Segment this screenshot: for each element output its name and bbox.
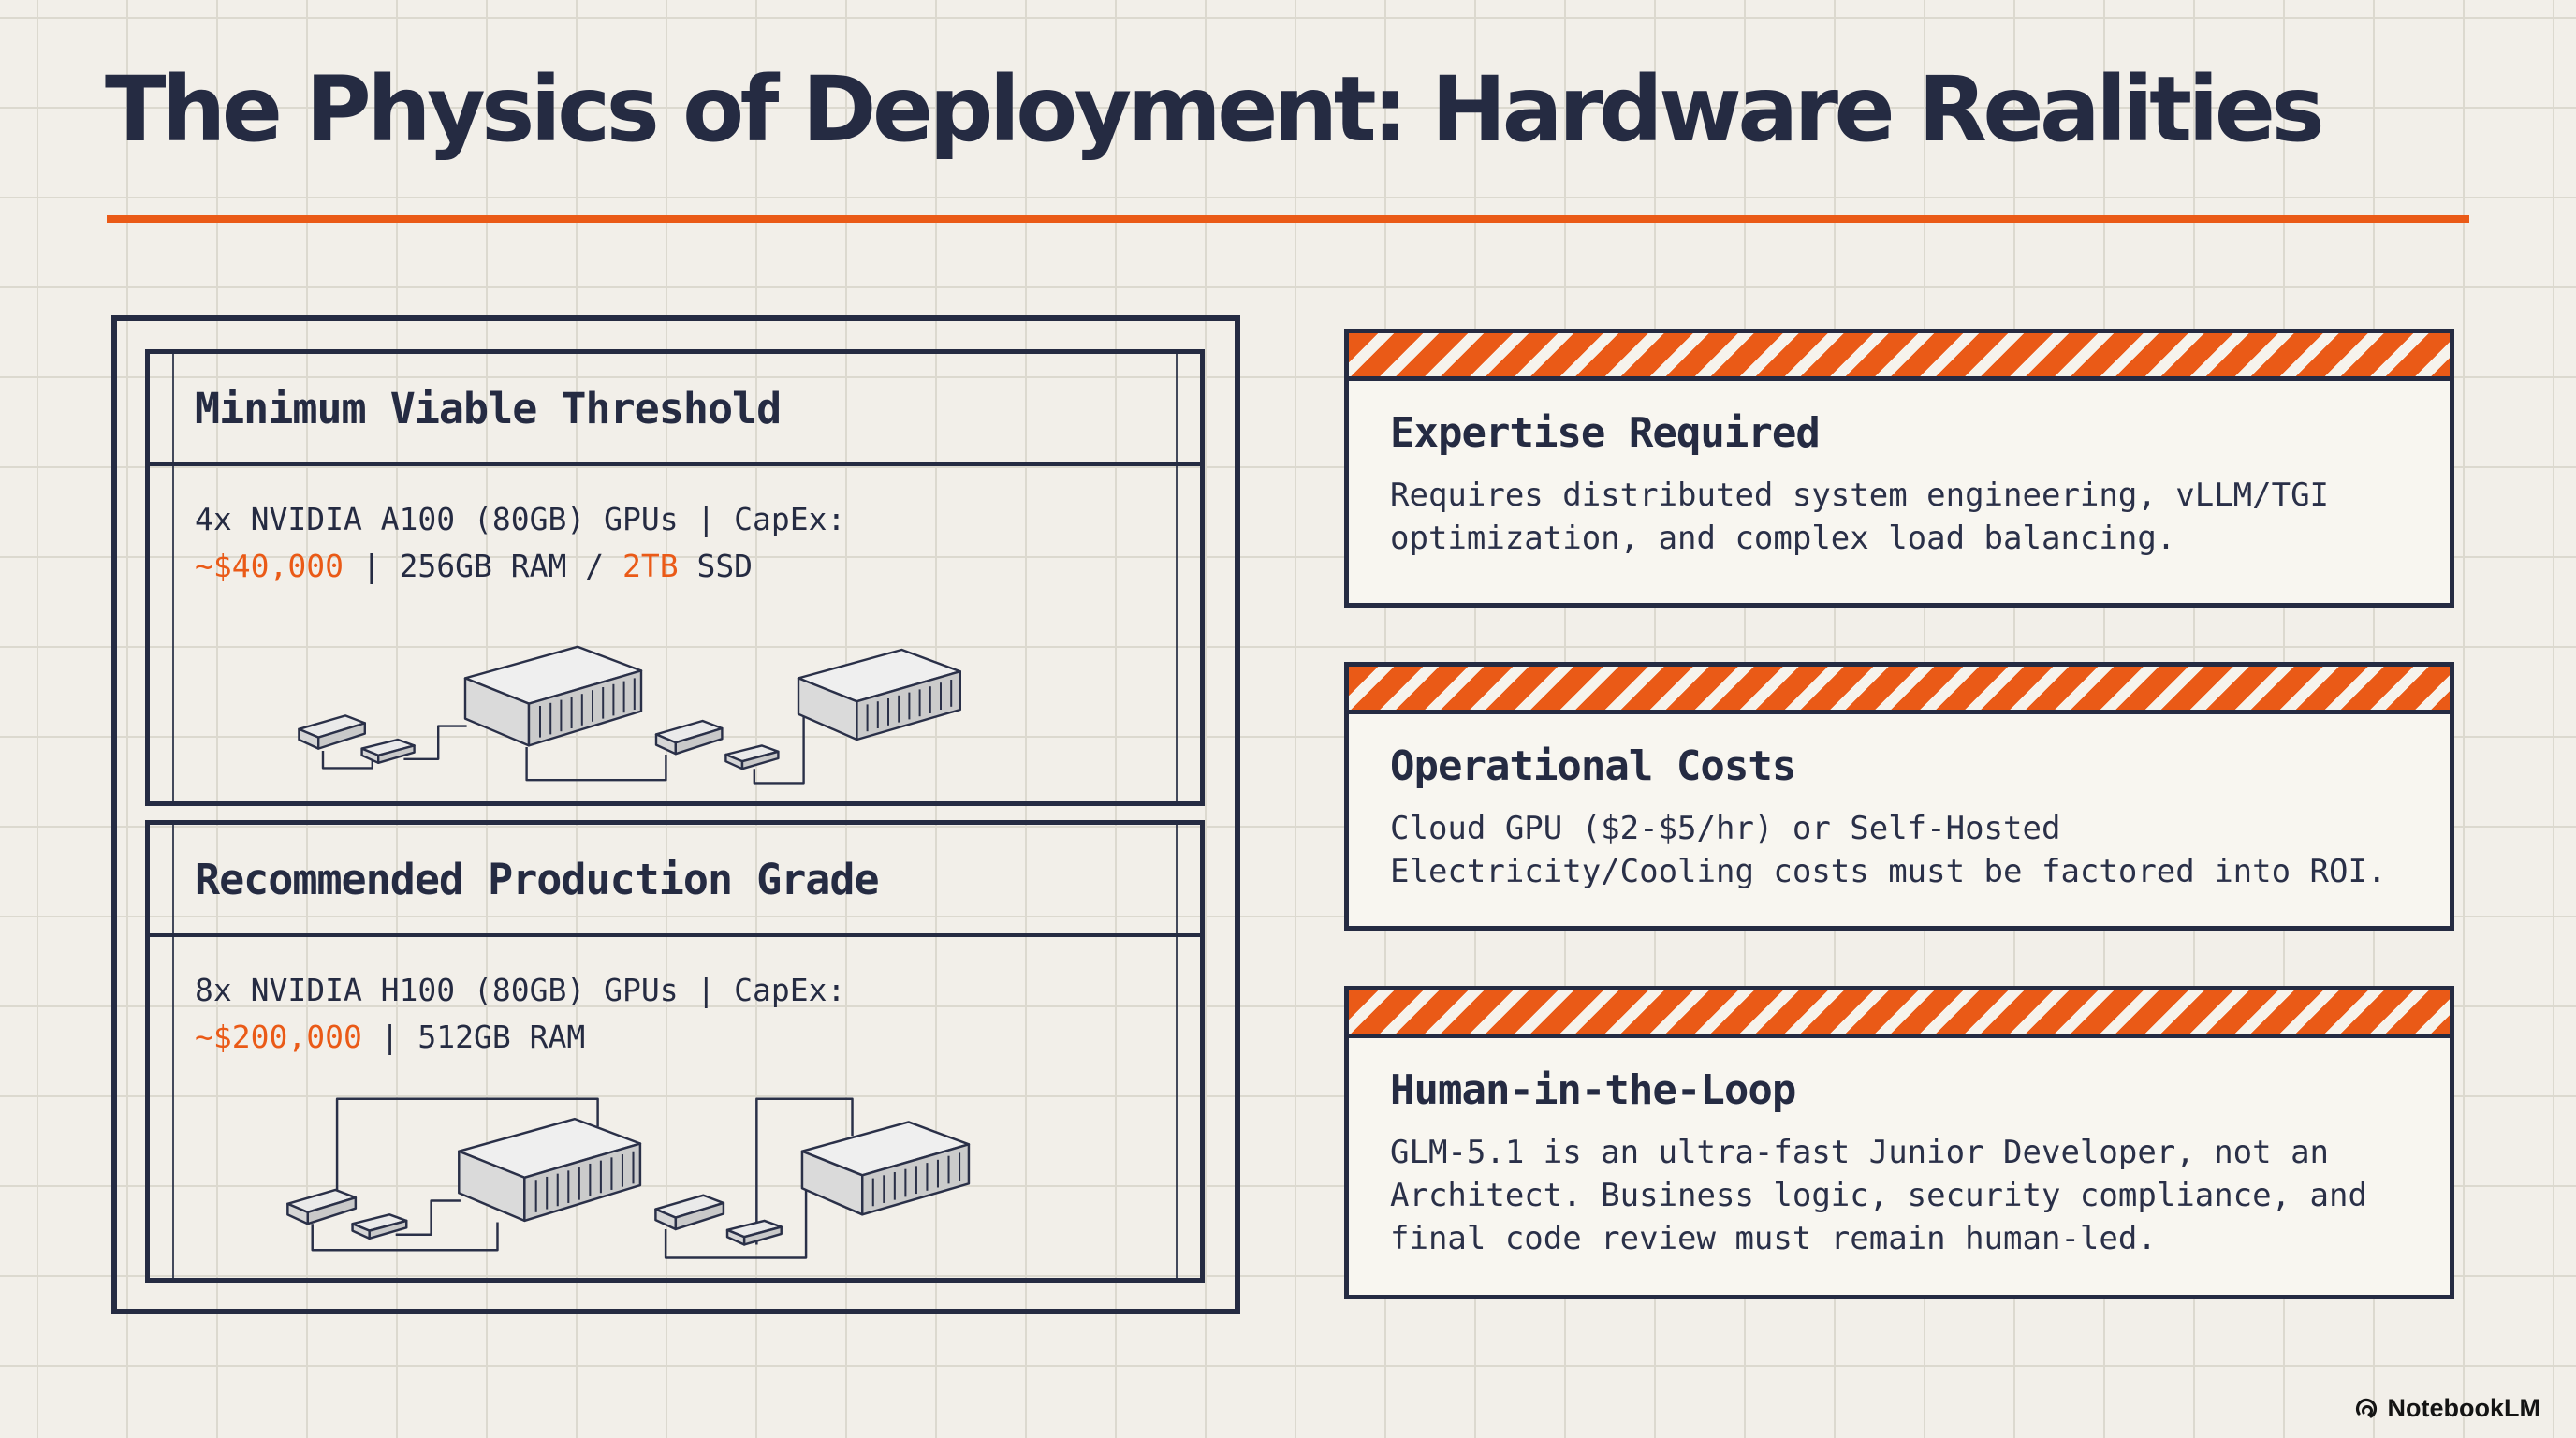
ssd-module-icon: [351, 1213, 408, 1240]
panel-spec-text: 4x NVIDIA A100 (80GB) GPUs | CapEx: ~$40,…: [195, 496, 845, 590]
server-cluster-illustration: [183, 605, 1166, 792]
capex-value: ~$40,000: [195, 548, 344, 584]
gpu-card-icon: [298, 714, 366, 750]
card-heading: Expertise Required: [1390, 409, 1821, 457]
title-underline: [107, 215, 2469, 223]
panel-recommended-production-grade: Recommended Production Grade 8x NVIDIA H…: [145, 820, 1205, 1283]
spec-line-1: 8x NVIDIA H100 (80GB) GPUs | CapEx:: [195, 972, 846, 1008]
gpu-server-diagram-icon: [298, 645, 961, 785]
gpu-server-diagram-icon: [286, 1097, 971, 1259]
server-rack-icon: [797, 648, 961, 741]
hazard-stripe-bar: [1349, 990, 2450, 1038]
card-human-in-the-loop: Human-in-the-Loop GLM-5.1 is an ultra-fa…: [1344, 986, 2454, 1299]
ssd-module-icon: [360, 738, 416, 764]
server-rack-icon: [800, 1121, 971, 1216]
ssd-module-icon: [724, 744, 780, 770]
card-text: Requires distributed system engineering,…: [1390, 477, 2330, 557]
server-rack-icon: [463, 645, 643, 747]
page-title: The Physics of Deployment: Hardware Real…: [105, 57, 2325, 162]
gpu-card-icon: [286, 1188, 358, 1225]
panel-heading: Recommended Production Grade: [195, 855, 880, 904]
notebooklm-logo-icon: [2355, 1398, 2377, 1418]
notebooklm-brand: NotebookLM: [2355, 1394, 2540, 1423]
card-operational-costs: Operational Costs Cloud GPU ($2-$5/hr) o…: [1344, 662, 2454, 931]
panel-minimum-viable-threshold: Minimum Viable Threshold 4x NVIDIA A100 …: [145, 349, 1205, 806]
spec-line-2: ~$40,000 | 256GB RAM / 2TB SSD: [195, 548, 754, 584]
card-text: GLM-5.1 is an ultra-fast Junior Develope…: [1390, 1134, 2367, 1257]
card-heading: Operational Costs: [1390, 742, 1796, 790]
panel-heading: Minimum Viable Threshold: [195, 384, 782, 433]
panel-heading-divider: [150, 933, 1200, 937]
card-heading: Human-in-the-Loop: [1390, 1066, 1796, 1114]
server-cluster-illustration: [183, 1076, 1166, 1269]
card-text: Cloud GPU ($2-$5/hr) or Self-Hosted Elec…: [1390, 810, 2387, 890]
hazard-stripe-bar: [1349, 667, 2450, 714]
hardware-specs-box: Minimum Viable Threshold 4x NVIDIA A100 …: [111, 315, 1240, 1314]
storage-value: 2TB: [622, 548, 679, 584]
gpu-card-icon: [654, 719, 724, 756]
panel-heading-divider: [150, 462, 1200, 466]
brand-label: NotebookLM: [2387, 1394, 2540, 1422]
capex-value: ~$200,000: [195, 1019, 362, 1055]
card-expertise-required: Expertise Required Requires distributed …: [1344, 329, 2454, 608]
gpu-card-icon: [654, 1194, 725, 1231]
ssd-module-icon: [725, 1219, 783, 1246]
hazard-stripe-bar: [1349, 333, 2450, 381]
spec-line-1: 4x NVIDIA A100 (80GB) GPUs | CapEx:: [195, 501, 846, 537]
panel-spec-text: 8x NVIDIA H100 (80GB) GPUs | CapEx: ~$200…: [195, 967, 845, 1061]
spec-line-2: ~$200,000 | 512GB RAM: [195, 1019, 586, 1055]
server-rack-icon: [458, 1117, 642, 1223]
